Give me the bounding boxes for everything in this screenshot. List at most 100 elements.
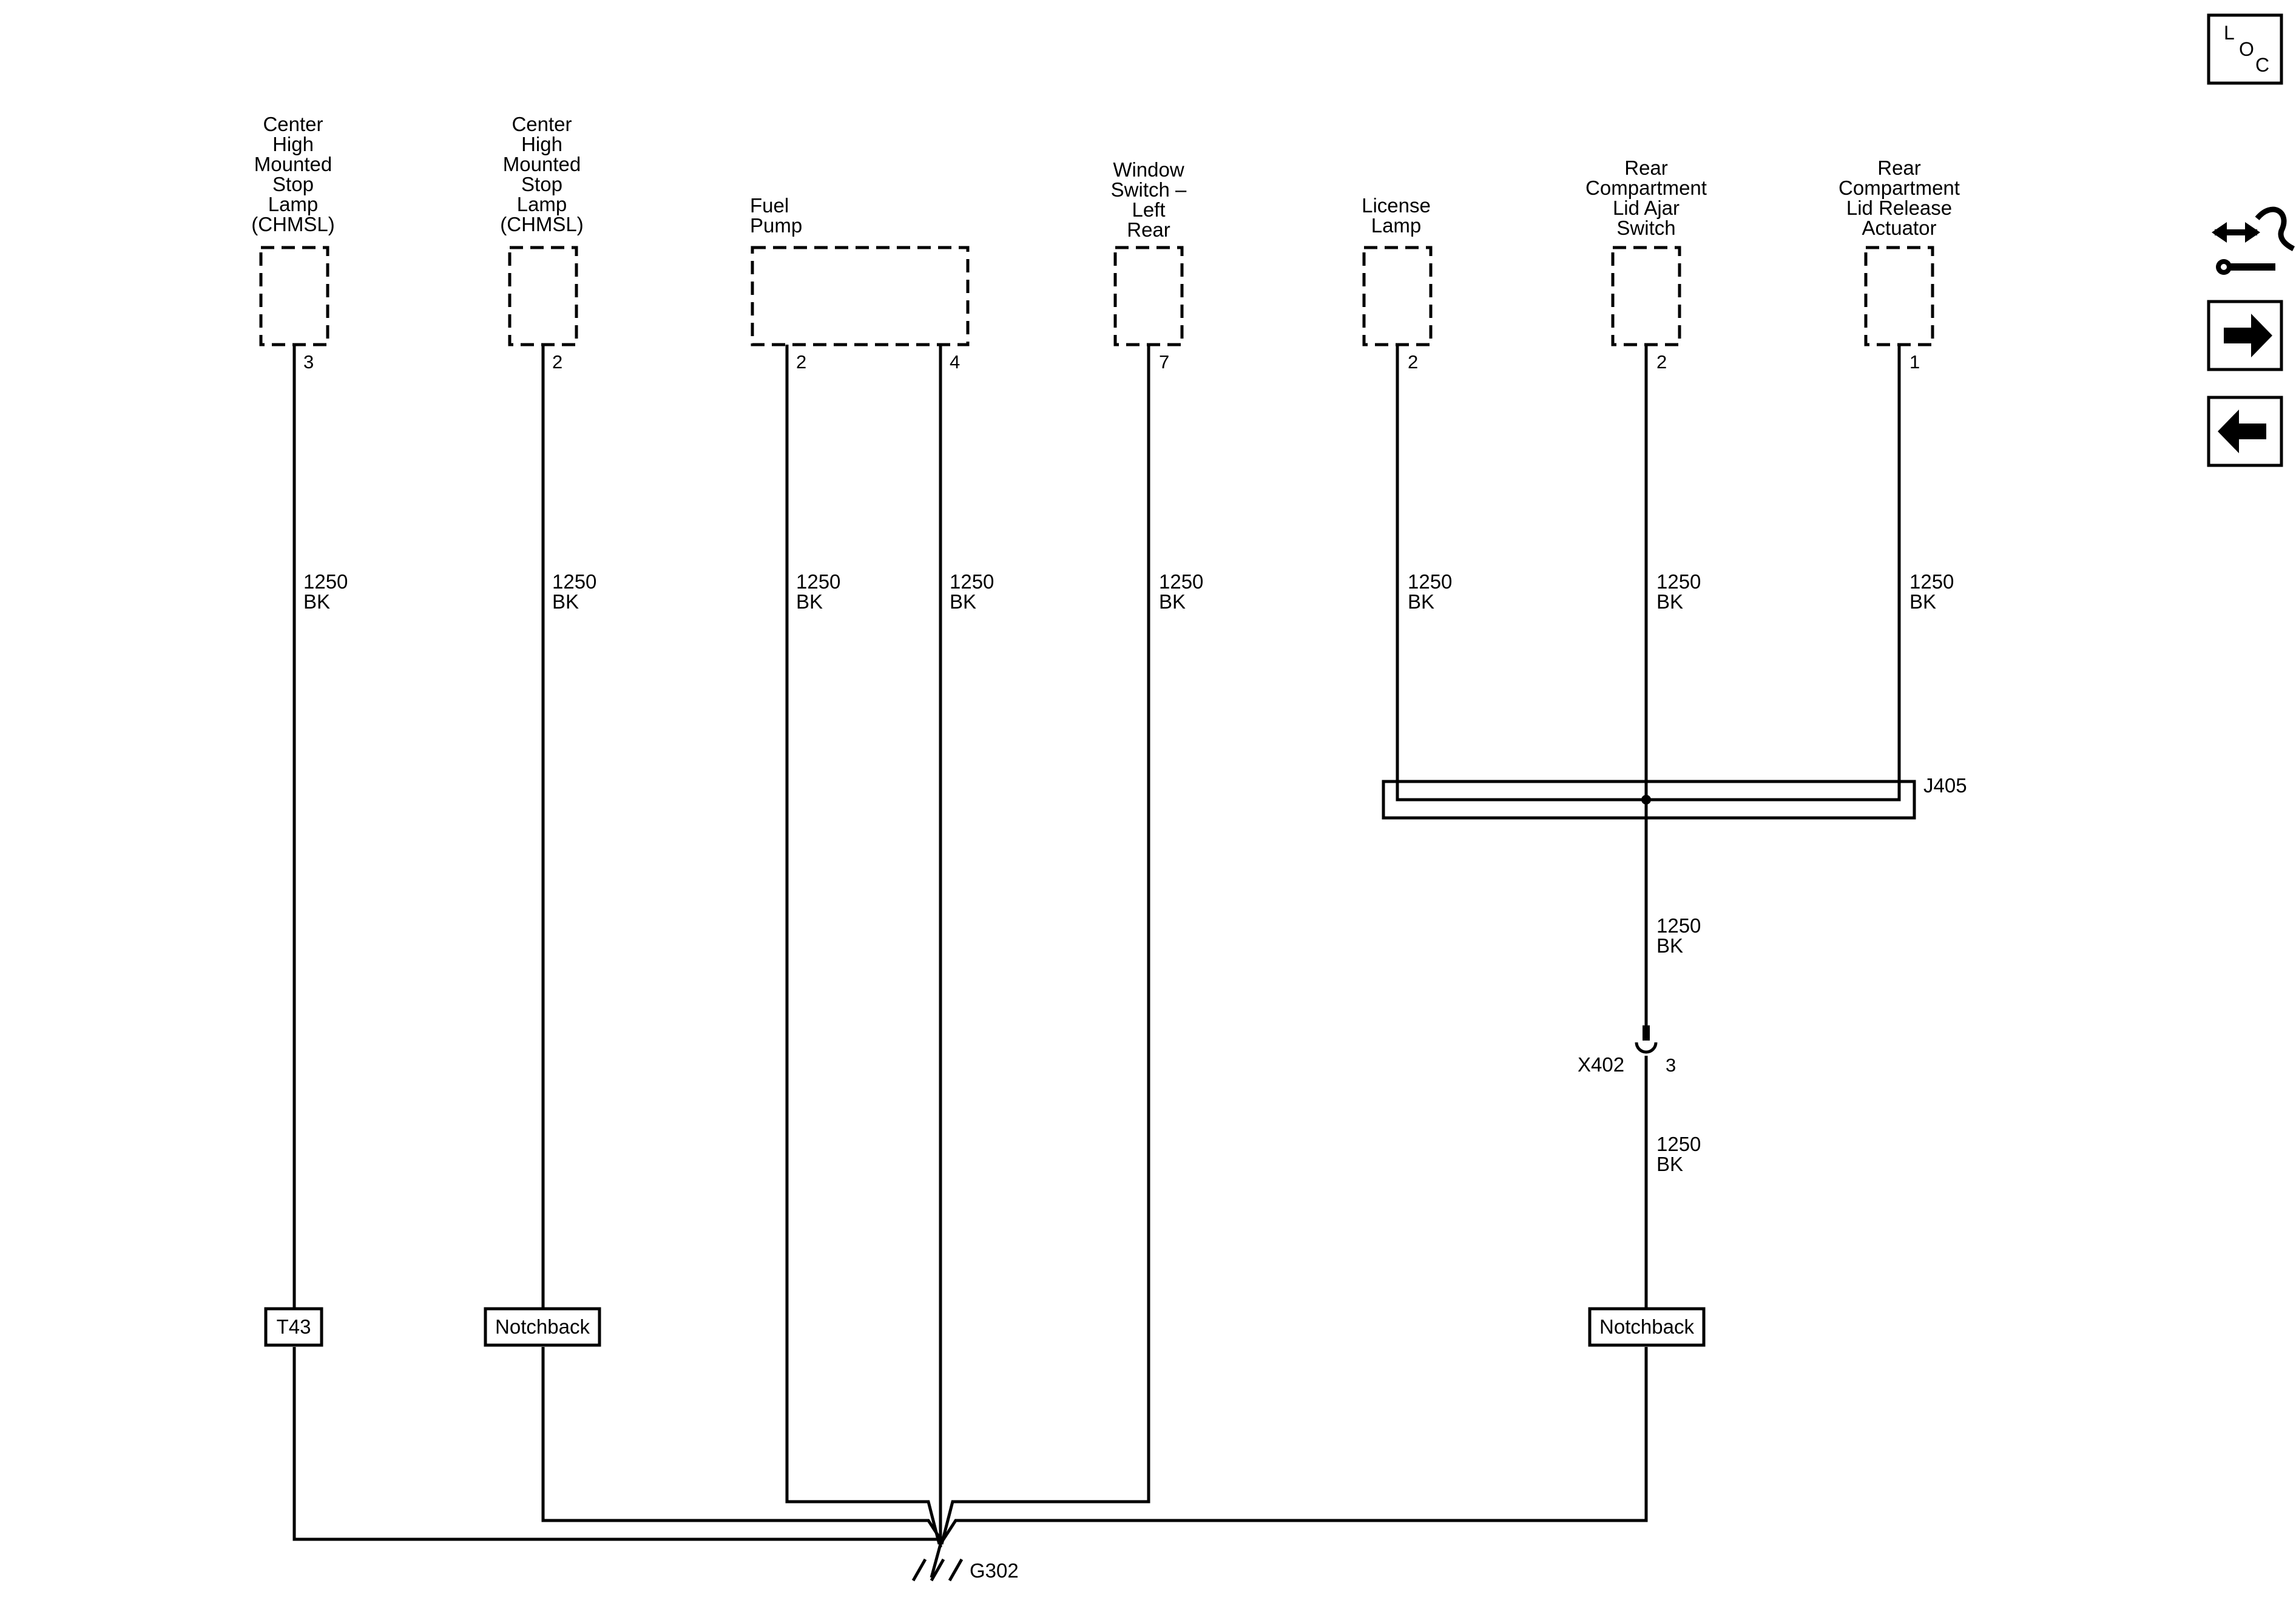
component-fuel-pump[interactable]: Fuel Pump 2 4 bbox=[750, 194, 970, 373]
component-label-line: Center bbox=[512, 113, 572, 135]
wire-color-label: BK bbox=[1408, 590, 1434, 613]
component-chmsl-t43[interactable]: Center High Mounted Stop Lamp (CHMSL) 3 bbox=[251, 113, 335, 373]
pin-number: 2 bbox=[552, 351, 562, 373]
wire-label-group: 1250 BK 1250 BK 1250 BK 1250 BK 1250 BK … bbox=[303, 570, 1954, 1175]
component-rear-compartment-lid-release-actuator[interactable]: Rear Compartment Lid Release Actuator 1 bbox=[1838, 157, 1960, 373]
component-label-line: Lamp bbox=[268, 193, 319, 215]
wire-circuit-label: 1250 bbox=[1656, 1133, 1701, 1155]
component-rear-compartment-lid-ajar-switch[interactable]: Rear Compartment Lid Ajar Switch 2 bbox=[1585, 157, 1707, 373]
component-label-line: (CHMSL) bbox=[251, 213, 335, 235]
inline-connector-x402[interactable]: X402 3 bbox=[1578, 1025, 1676, 1076]
splice-label: J405 bbox=[1923, 774, 1967, 797]
option-label: Notchback bbox=[1599, 1315, 1694, 1338]
component-box bbox=[259, 246, 329, 346]
component-label-line: Mounted bbox=[503, 153, 581, 175]
component-label-line: High bbox=[521, 133, 562, 155]
wire-color-label: BK bbox=[796, 590, 823, 613]
component-box bbox=[1362, 246, 1433, 346]
component-label-line: License bbox=[1362, 194, 1431, 217]
component-label-line: Compartment bbox=[1585, 177, 1707, 199]
connector-view-button[interactable] bbox=[2212, 206, 2295, 275]
wire-notchback-right-to-ground[interactable] bbox=[940, 1347, 1648, 1542]
component-label-line: Lamp bbox=[517, 193, 567, 215]
previous-button[interactable] bbox=[2207, 396, 2283, 467]
pin-number: 7 bbox=[1159, 351, 1169, 373]
component-label-line: Switch – bbox=[1111, 178, 1187, 201]
component-box bbox=[508, 246, 578, 346]
wire-circuit-label: 1250 bbox=[1909, 570, 1954, 593]
wire-color-label: BK bbox=[552, 590, 579, 613]
component-label-line: Stop bbox=[521, 173, 562, 195]
component-label-line: Lid Ajar bbox=[1613, 197, 1680, 219]
wire-fuel-pump-pin-2[interactable] bbox=[785, 345, 941, 1545]
splice-j405[interactable]: J405 bbox=[1382, 774, 1967, 820]
pin-number: 2 bbox=[1656, 351, 1667, 373]
wire-chmsl-t43-to-ground[interactable] bbox=[292, 1347, 937, 1541]
connector-label: X402 bbox=[1578, 1053, 1624, 1076]
option-label: T43 bbox=[277, 1315, 311, 1338]
component-label-line: Lid Release bbox=[1846, 197, 1952, 219]
wire-color-label: BK bbox=[1656, 934, 1683, 957]
wire-circuit-label: 1250 bbox=[1656, 570, 1701, 593]
pin-number: 2 bbox=[796, 351, 806, 373]
splice-pack-outline bbox=[1382, 780, 1916, 820]
component-label-line: High bbox=[272, 133, 314, 155]
ground-g302[interactable]: G302 bbox=[911, 1544, 1019, 1582]
connector-female-cup bbox=[1635, 1042, 1658, 1054]
wire-circuit-label: 1250 bbox=[1159, 570, 1203, 593]
wire-license-lamp[interactable] bbox=[1396, 345, 1646, 802]
component-label-line: Actuator bbox=[1862, 217, 1937, 239]
loc-letter: L bbox=[2224, 22, 2235, 44]
pin-number: 4 bbox=[950, 351, 960, 373]
component-box bbox=[751, 246, 970, 346]
option-box bbox=[484, 1307, 601, 1347]
wire-circuit-label: 1250 bbox=[303, 570, 348, 593]
component-label-line: Rear bbox=[1624, 157, 1668, 179]
component-chmsl-notchback[interactable]: Center High Mounted Stop Lamp (CHMSL) 2 bbox=[500, 113, 584, 373]
component-label-line: Fuel bbox=[750, 194, 789, 217]
option-box bbox=[264, 1307, 323, 1347]
component-license-lamp[interactable]: License Lamp 2 bbox=[1362, 194, 1433, 373]
component-label-line: Stop bbox=[272, 173, 314, 195]
component-label-line: Window bbox=[1113, 158, 1184, 181]
next-button[interactable] bbox=[2207, 300, 2283, 371]
component-box bbox=[1611, 246, 1681, 346]
wire-circuit-label: 1250 bbox=[950, 570, 994, 593]
wire-circuit-label: 1250 bbox=[552, 570, 596, 593]
component-box bbox=[1113, 246, 1184, 346]
component-label-line: (CHMSL) bbox=[500, 213, 584, 235]
wire-circuit-label: 1250 bbox=[1408, 570, 1452, 593]
component-window-switch-left-rear[interactable]: Window Switch – Left Rear 7 bbox=[1111, 158, 1187, 373]
loc-letter: C bbox=[2255, 54, 2269, 76]
ground-symbol bbox=[911, 1558, 964, 1582]
option-notchback-left[interactable]: Notchback bbox=[484, 1307, 601, 1347]
pin-number: 1 bbox=[1909, 351, 1920, 373]
connector-pin-number: 3 bbox=[1666, 1055, 1676, 1076]
option-notchback-right[interactable]: Notchback bbox=[1588, 1307, 1706, 1347]
wire-color-label: BK bbox=[1909, 590, 1936, 613]
wire-circuit-label: 1250 bbox=[796, 570, 840, 593]
component-label-line: Center bbox=[263, 113, 323, 135]
pin-number: 3 bbox=[303, 351, 314, 373]
connector-male-pin bbox=[1643, 1025, 1650, 1041]
component-label-line: Lamp bbox=[1371, 214, 1422, 237]
wire-color-label: BK bbox=[1159, 590, 1186, 613]
component-label-line: Rear bbox=[1877, 157, 1921, 179]
wire-circuit-label: 1250 bbox=[1656, 914, 1701, 937]
next-arrow-icon bbox=[2224, 314, 2272, 357]
pin-number: 2 bbox=[1408, 351, 1418, 373]
wire-chmsl-notchback-to-ground[interactable] bbox=[541, 1347, 944, 1542]
option-t43[interactable]: T43 bbox=[264, 1307, 323, 1347]
wire-color-label: BK bbox=[1656, 1153, 1683, 1175]
wire-lid-release-actuator[interactable] bbox=[1646, 345, 1901, 802]
ground-label: G302 bbox=[970, 1559, 1019, 1582]
component-label-line: Left bbox=[1132, 198, 1165, 221]
connector-view-icon bbox=[2212, 206, 2295, 275]
loc-button[interactable]: L O C bbox=[2207, 13, 2283, 85]
component-label-line: Pump bbox=[750, 214, 802, 237]
wire-window-switch[interactable] bbox=[940, 345, 1150, 1545]
component-box bbox=[1864, 246, 1934, 346]
splice-junction-dot bbox=[1641, 795, 1651, 805]
